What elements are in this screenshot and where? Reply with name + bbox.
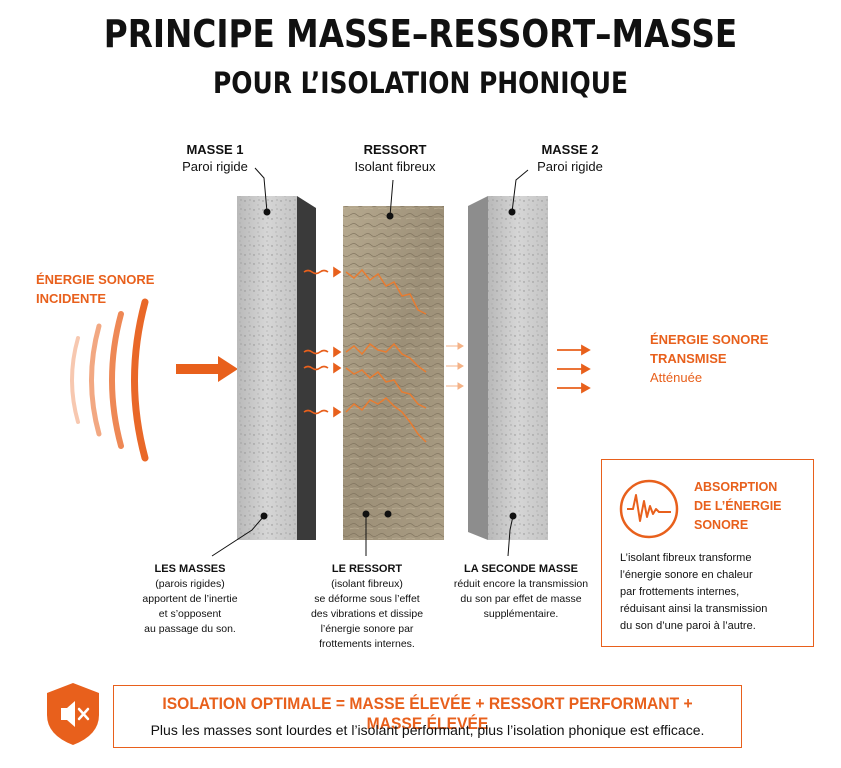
caption-mass2: LA SECONDE MASSE réduit encore la transm… xyxy=(442,562,600,622)
absorption-body-line: l’énergie sonore en chaleur xyxy=(620,569,753,581)
dissipation-paths xyxy=(345,268,427,443)
caption-masses-line: au passage du son. xyxy=(144,623,236,635)
absorption-body: L’isolant fibreux transforme l’énergie s… xyxy=(620,550,810,635)
banner-headline: ISOLATION OPTIMALE = MASSE ÉLEVÉE + RESS… xyxy=(162,694,693,733)
caption-spring-line: se déforme sous l’effet xyxy=(314,593,420,605)
spring-block xyxy=(343,206,444,540)
caption-masses-line: apportent de l’inertie xyxy=(142,593,238,605)
incident-arrow xyxy=(176,356,238,382)
conclusion-banner: ISOLATION OPTIMALE = MASSE ÉLEVÉE + RESS… xyxy=(113,685,742,748)
subtitle: POUR L’ISOLATION PHONIQUE xyxy=(212,66,629,100)
leader-lines xyxy=(211,167,529,557)
absorption-body-line: réduisant ainsi la transmission xyxy=(620,603,768,615)
label-mass2: MASSE 2 Paroi rigide xyxy=(515,142,625,174)
incident-sound-waves xyxy=(70,298,149,462)
entry-arrows xyxy=(303,266,342,418)
label-mass1-subtitle: Paroi rigide xyxy=(182,159,248,174)
mass1-block xyxy=(237,196,316,540)
absorption-title-line: DE L’ÉNERGIE xyxy=(694,499,782,513)
caption-masses-line: et s’opposent xyxy=(158,608,222,620)
caption-masses-line: (parois rigides) xyxy=(155,578,225,590)
caption-spring-title: LE RESSORT xyxy=(331,563,403,575)
transmitted-label: ÉNERGIE SONORE TRANSMISE Atténuée xyxy=(650,330,780,387)
caption-mass2-line: du son par effet de masse xyxy=(460,593,582,605)
caption-masses: LES MASSES (parois rigides) apportent de… xyxy=(120,562,260,637)
caption-spring: LE RESSORT (isolant fibreux) se déforme … xyxy=(292,562,442,652)
transmitted-line2: TRANSMISE xyxy=(650,351,727,366)
transmitted-arrows xyxy=(557,344,591,394)
label-mass1-title: MASSE 1 xyxy=(186,142,244,157)
banner-subtext: Plus les masses sont lourdes et l’isolan… xyxy=(150,722,705,738)
label-spring-subtitle: Isolant fibreux xyxy=(354,159,436,174)
caption-mass2-title: LA SECONDE MASSE xyxy=(464,563,578,575)
label-mass2-title: MASSE 2 xyxy=(541,142,599,157)
mass2-block xyxy=(468,196,548,540)
absorption-title-line: ABSORPTION xyxy=(694,480,778,494)
caption-spring-line: (isolant fibreux) xyxy=(331,578,403,590)
caption-spring-line: des vibrations et dissipe xyxy=(310,608,424,620)
caption-mass2-line: supplémentaire. xyxy=(483,608,559,620)
incident-line2: INCIDENTE xyxy=(36,291,107,306)
transmitted-line1: ÉNERGIE SONORE xyxy=(650,332,769,347)
incident-label: ÉNERGIE SONORE INCIDENTE xyxy=(36,270,166,308)
caption-spring-line: frottements internes. xyxy=(319,638,415,650)
caption-masses-title: LES MASSES xyxy=(154,563,226,575)
absorption-title-line: SONORE xyxy=(694,518,749,532)
caption-mass2-line: réduit encore la transmission xyxy=(453,578,589,590)
label-mass1: MASSE 1 Paroi rigide xyxy=(160,142,270,174)
absorption-body-line: du son d’une paroi à l’autre. xyxy=(620,620,756,632)
damped-wave-icon xyxy=(619,479,679,539)
speaker-muted-shield-icon xyxy=(47,683,99,745)
caption-spring-line: l’énergie sonore par xyxy=(320,623,414,635)
absorption-body-line: par frottements internes, xyxy=(620,586,740,598)
absorption-panel: ABSORPTION DE L’ÉNERGIE SONORE L’isolant… xyxy=(601,459,814,647)
absorption-body-line: L’isolant fibreux transforme xyxy=(620,552,752,564)
label-spring-title: RESSORT xyxy=(363,142,427,157)
absorption-title: ABSORPTION DE L’ÉNERGIE SONORE xyxy=(694,478,806,535)
label-mass2-subtitle: Paroi rigide xyxy=(537,159,603,174)
label-spring: RESSORT Isolant fibreux xyxy=(335,142,455,174)
main-title: PRINCIPE MASSE–RESSORT–MASSE xyxy=(103,12,738,56)
incident-line1: ÉNERGIE SONORE xyxy=(36,272,155,287)
mid-arrows xyxy=(446,342,464,390)
transmitted-note: Atténuée xyxy=(650,370,703,385)
